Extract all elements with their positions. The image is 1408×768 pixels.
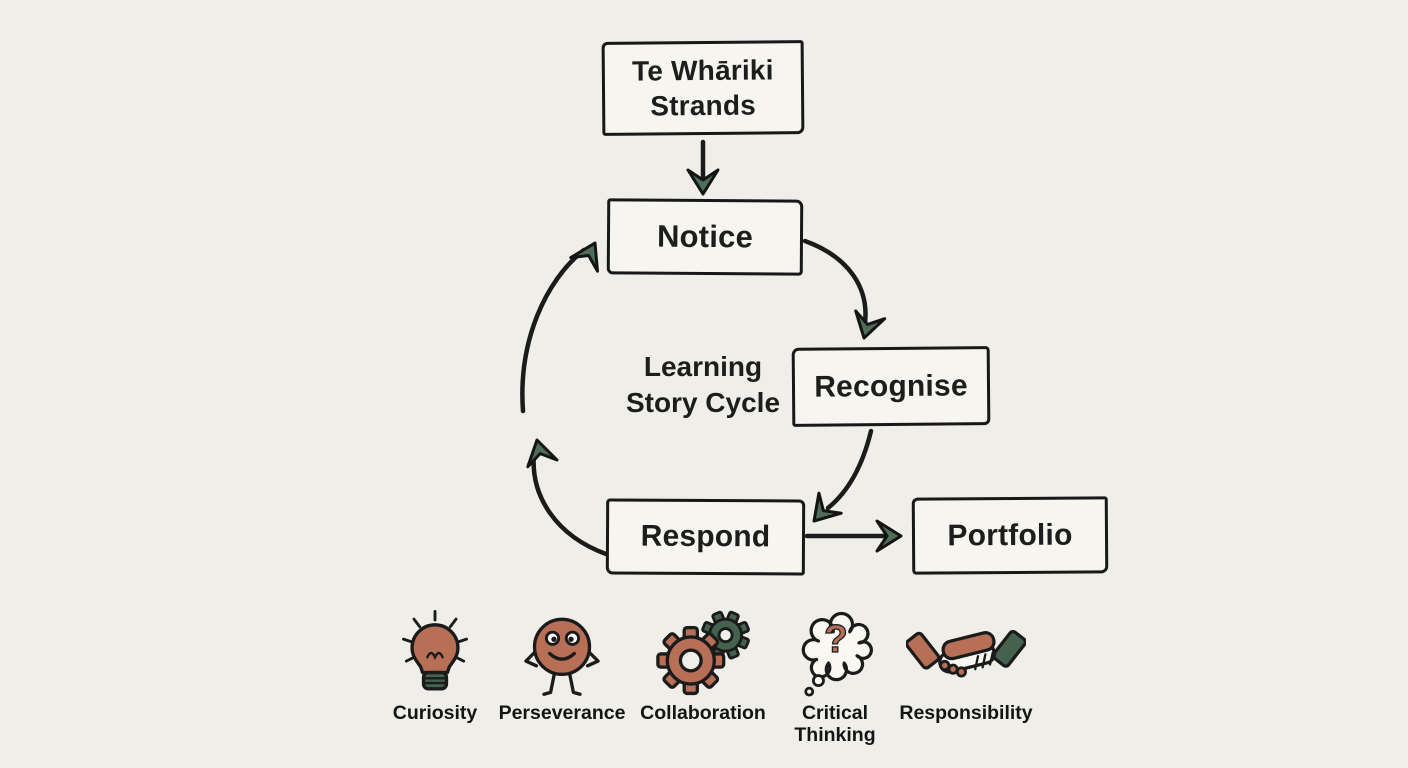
node-portfolio: Portfolio [911,496,1109,575]
lightbulb-icon [392,606,478,700]
gears-icon [656,606,750,700]
node-te-whariki-strands: Te Whāriki Strands [601,40,805,136]
arrowhead-right-icon [875,519,903,553]
ball-character-icon [519,606,605,700]
arrow-recognise-to-respond [825,428,874,511]
node-recognise: Recognise [791,346,991,427]
handshake-icon [906,606,1026,700]
cycle-title: Learning Story Cycle [625,351,781,419]
svg-text:?: ? [824,618,848,661]
node-label: Notice [656,218,754,255]
disposition-label: Responsibility [899,702,1033,724]
node-notice: Notice [606,198,804,276]
arrowhead-down-left-icon [801,491,843,533]
arrow-notice-to-recognise [802,238,868,326]
disposition-perseverance: Perseverance [487,606,637,725]
disposition-label: Curiosity [392,702,478,724]
node-label: Recognise [814,368,968,404]
arrowhead-up-right-icon [569,234,610,273]
disposition-curiosity: Curiosity [360,606,510,725]
arrowhead-up-icon [520,435,559,469]
disposition-label: Collaboration [640,702,766,724]
arrow-respond-up-left-arc [531,450,609,557]
arrowhead-down-icon [686,168,720,196]
arrow-left-arc-to-notice [520,247,587,414]
node-label: Te Whāriki Strands [631,54,774,122]
arrowhead-down-icon [848,309,887,344]
node-label: Respond [640,519,771,554]
node-respond: Respond [605,498,806,576]
node-label: Portfolio [947,518,1073,552]
disposition-collaboration: Collaboration [628,606,778,725]
disposition-responsibility: Responsibility [891,606,1041,725]
disposition-label: Critical Thinking [794,702,876,746]
thought-bubble-question-icon: ? [792,606,878,700]
disposition-label: Perseverance [498,702,626,724]
disposition-critical-thinking: ? Critical Thinking [760,606,910,747]
